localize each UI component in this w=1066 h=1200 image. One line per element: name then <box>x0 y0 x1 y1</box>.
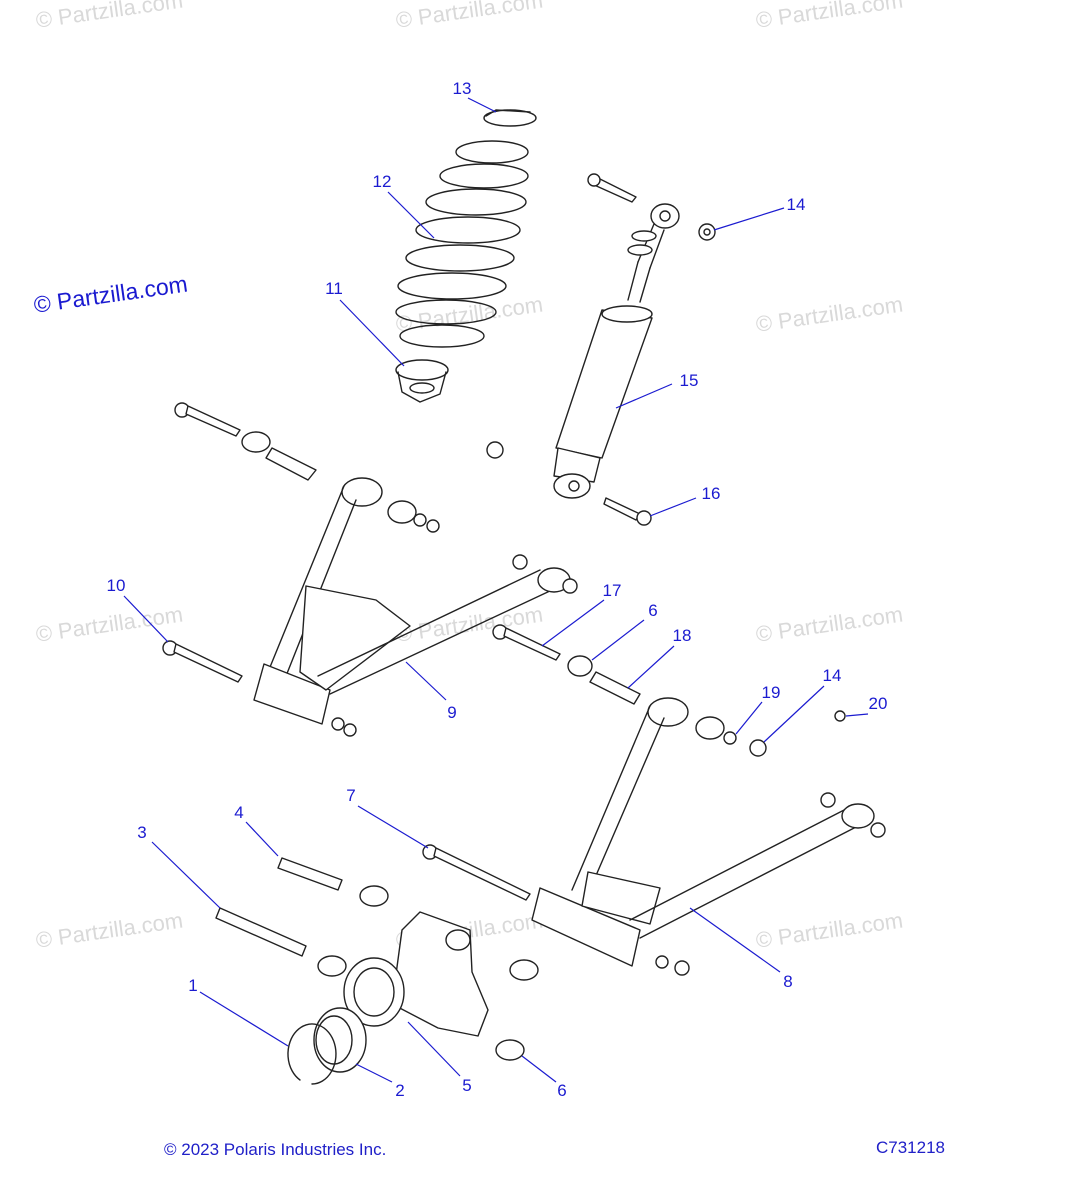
callout-11: 11 <box>325 279 343 298</box>
callout-6: 6 <box>557 1081 567 1100</box>
callout-10: 10 <box>106 576 126 595</box>
diagram-code: C731218 <box>876 1138 946 1157</box>
part-12-spring <box>395 140 529 348</box>
part-11-spring-seat <box>395 359 449 403</box>
part-3-pin <box>215 907 307 957</box>
callout-4: 4 <box>234 803 244 822</box>
callout-15: 15 <box>679 371 699 390</box>
callout-19: 19 <box>761 683 781 702</box>
callout-17: 17 <box>602 581 622 600</box>
callout-7: 7 <box>346 786 356 805</box>
part-16-bolt <box>603 497 652 526</box>
callout-12: 12 <box>372 172 392 191</box>
part-8-lower-arm <box>531 697 886 976</box>
callout-1: 1 <box>188 976 198 995</box>
part-1-ring <box>287 1023 337 1085</box>
callout-5: 5 <box>462 1076 472 1095</box>
copyright-text: © 2023 Polaris Industries Inc. <box>164 1140 387 1159</box>
callout-14: 14 <box>822 666 842 685</box>
lower-arm-hardware <box>492 624 846 757</box>
part-5-knuckle <box>343 911 489 1037</box>
callout-2: 2 <box>395 1081 405 1100</box>
callout-8: 8 <box>783 972 793 991</box>
callout-14: 14 <box>786 195 806 214</box>
part-9-upper-hardware <box>174 402 440 533</box>
callout-6: 6 <box>648 601 658 620</box>
part-13-retainer <box>483 109 537 127</box>
part-14-nut-top <box>698 223 716 241</box>
part-10-bolt <box>162 640 243 683</box>
part-4-pin <box>277 857 343 891</box>
callout-3: 3 <box>137 823 147 842</box>
callout-13: 13 <box>452 79 472 98</box>
callout-16: 16 <box>701 484 721 503</box>
part-7-bolt <box>422 844 531 901</box>
callout-18: 18 <box>672 626 692 645</box>
callout-9: 9 <box>447 703 457 722</box>
part-15-shock <box>553 203 680 499</box>
part-9-upper-arm <box>253 477 578 737</box>
callout-20: 20 <box>868 694 888 713</box>
shock-top-bolt <box>587 173 637 203</box>
part-2-bearing <box>313 1007 367 1073</box>
